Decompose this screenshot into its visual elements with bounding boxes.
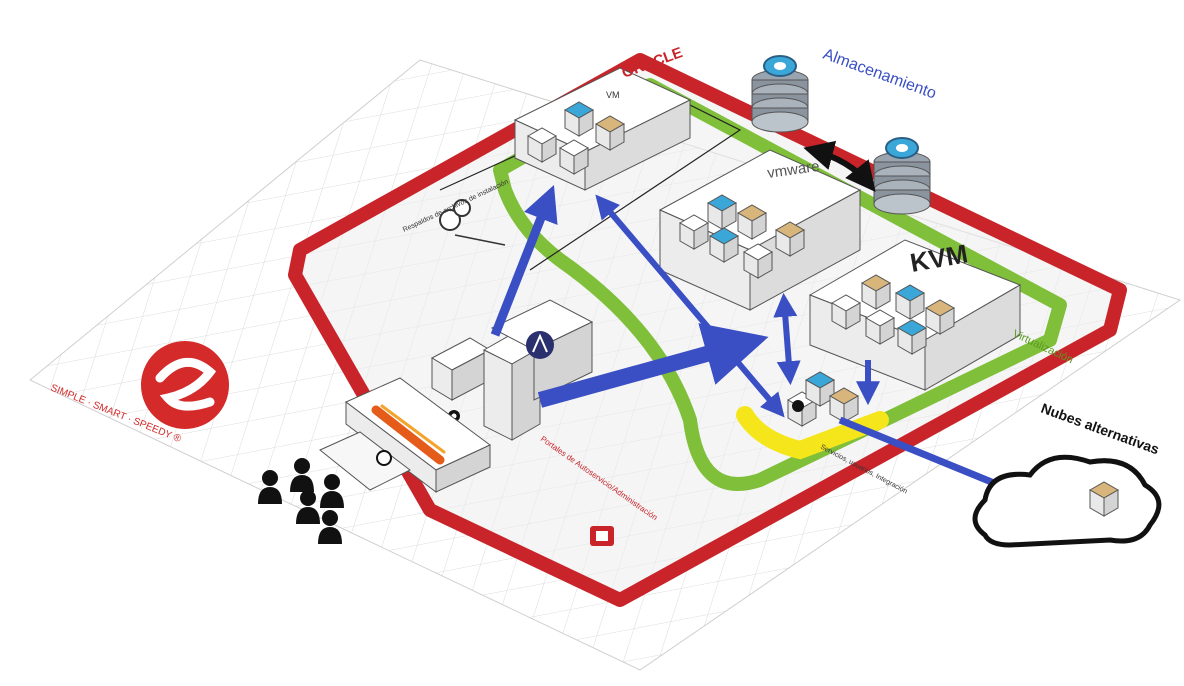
- cloud-icon: [972, 454, 1162, 548]
- storage-label: Almacenamiento: [821, 46, 939, 103]
- database-icon: [873, 137, 931, 215]
- highlight-band: [736, 406, 889, 460]
- oracle-vm-block: [513, 67, 692, 191]
- database-icon: [751, 55, 809, 133]
- server-cluster: [430, 299, 594, 441]
- firewall-icon: [319, 377, 491, 494]
- platform-logo-icon: [590, 526, 614, 546]
- edge-node: [787, 371, 859, 427]
- oracle-vm-label: VM: [606, 90, 620, 100]
- storage-sync-arrow: [803, 140, 876, 193]
- alt-clouds-label: Nubes alternativas: [1039, 400, 1162, 458]
- backup-icon: [439, 199, 506, 246]
- brand-logo-icon: [141, 341, 229, 429]
- kvm-block: [808, 239, 1022, 391]
